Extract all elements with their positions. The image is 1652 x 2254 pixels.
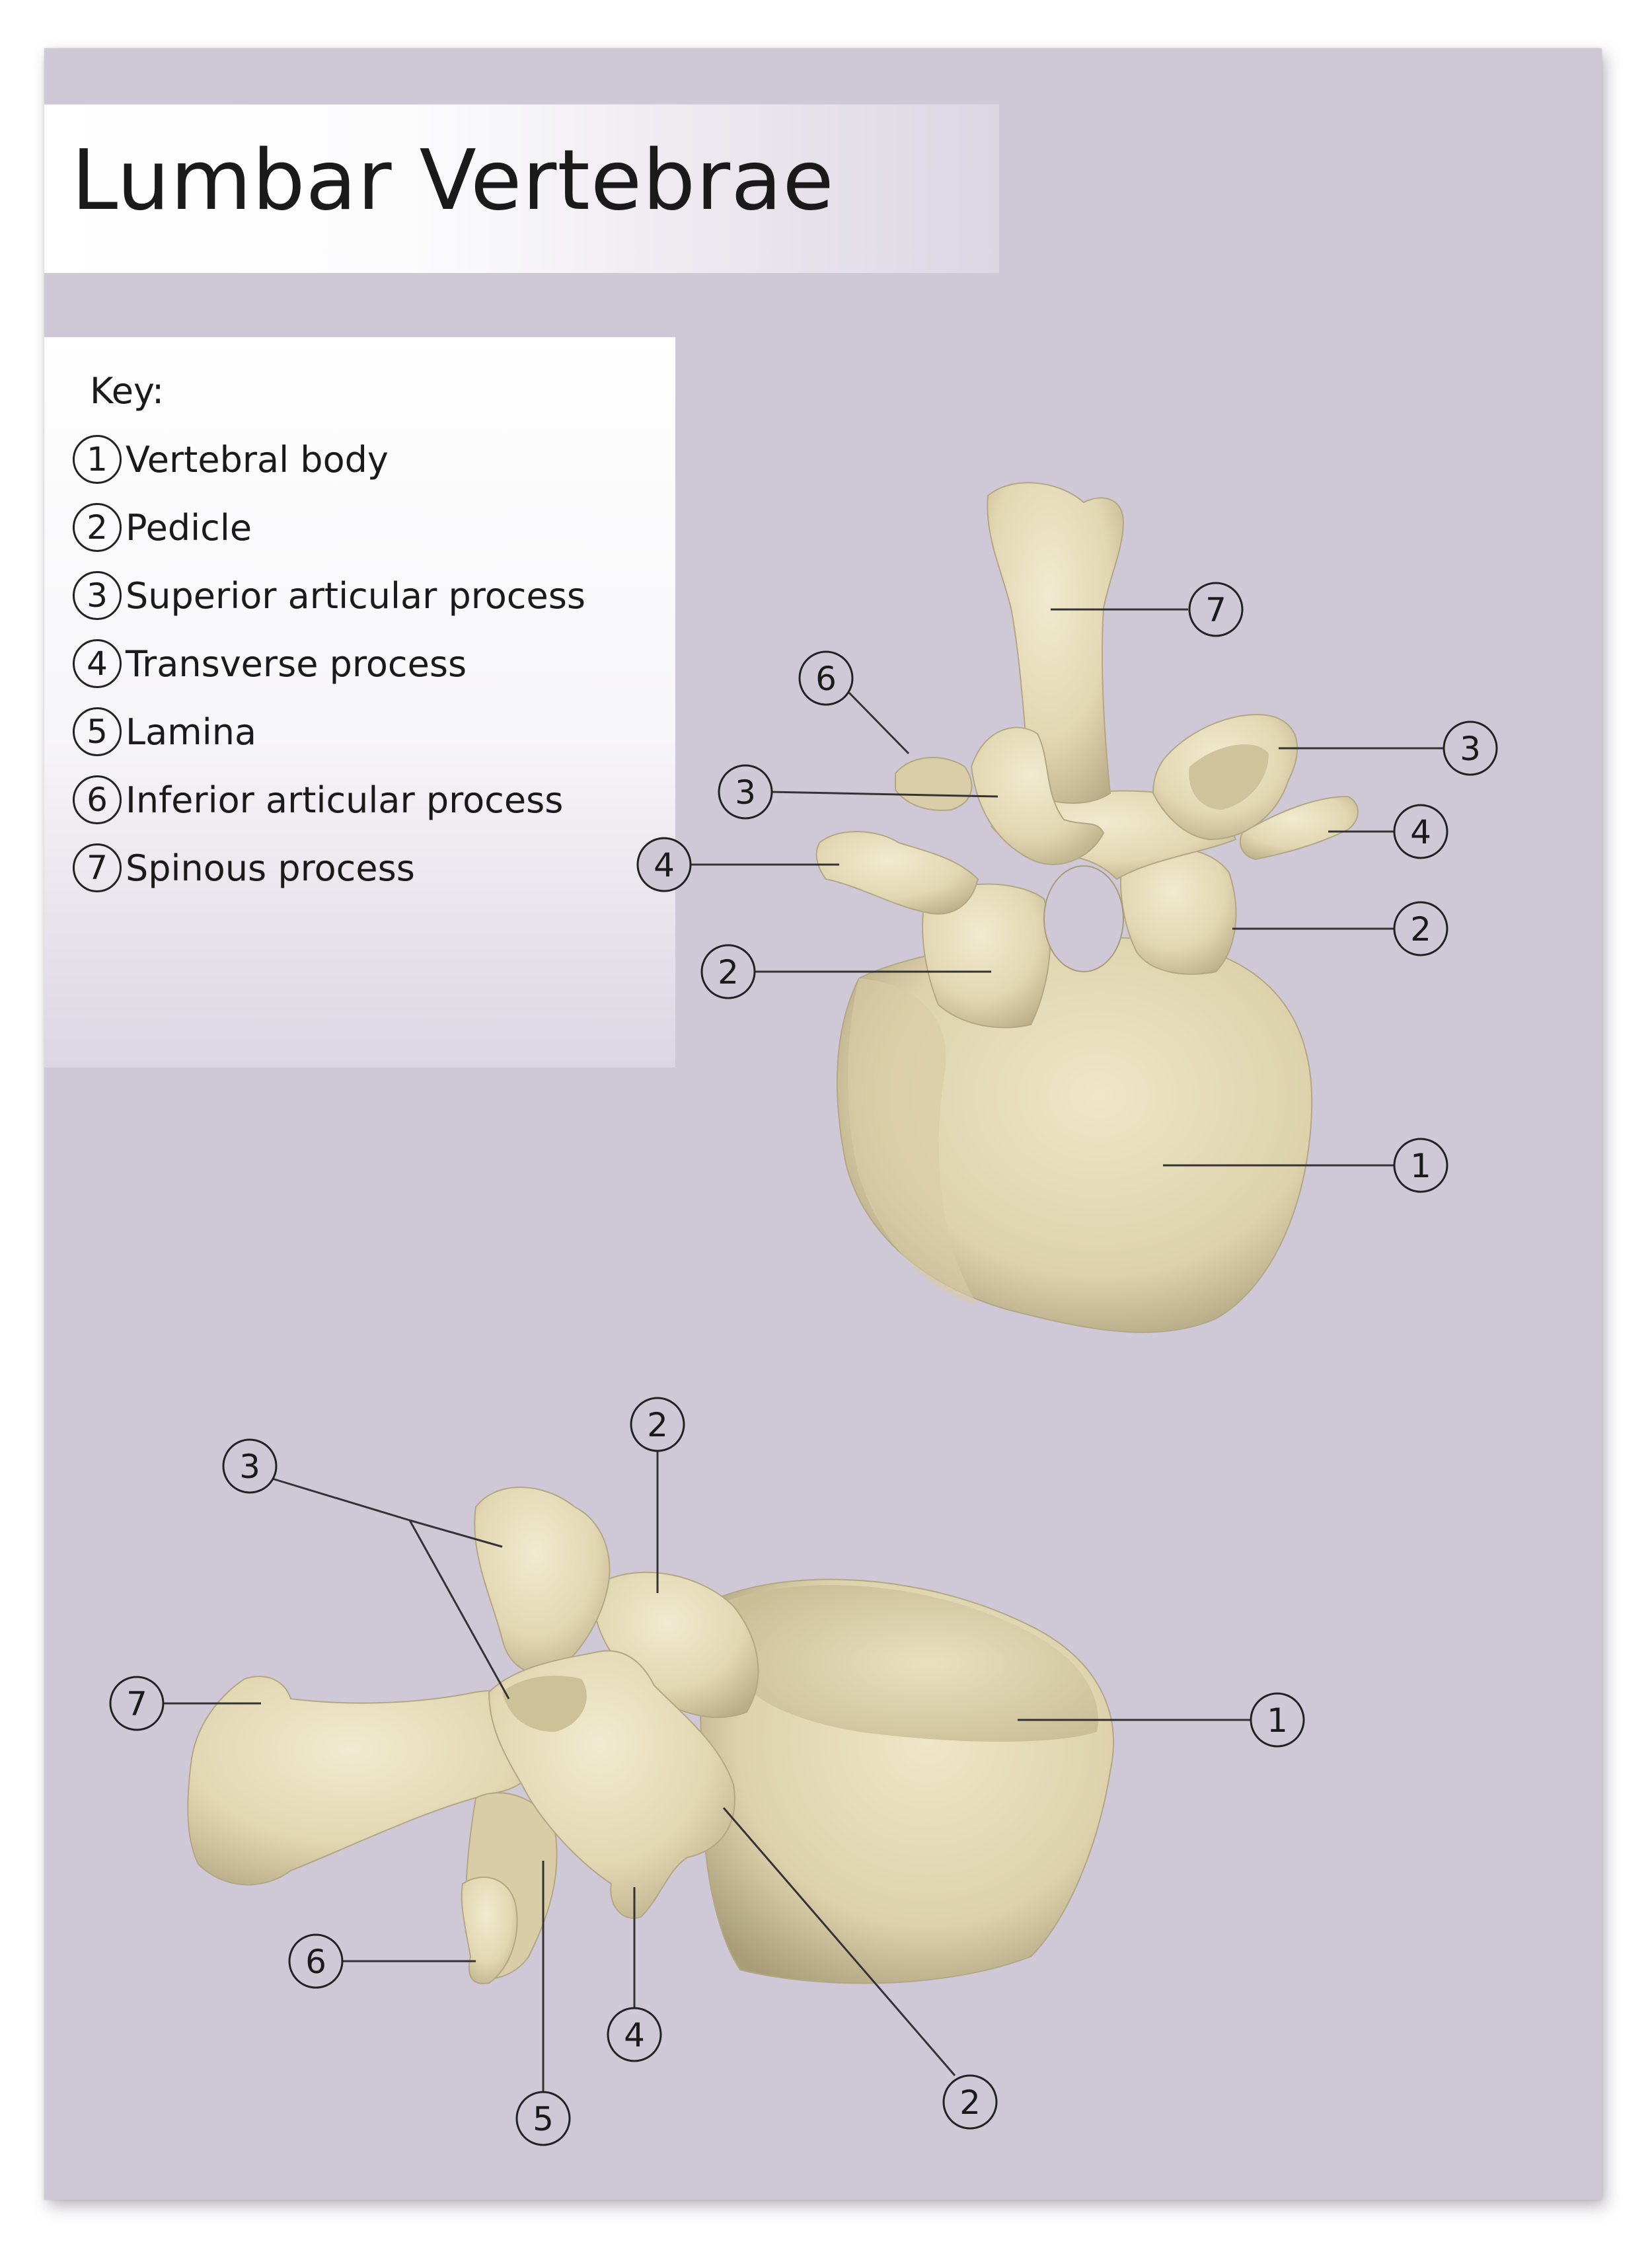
callout-bottom-7: 7 xyxy=(110,1677,163,1730)
vertebral-foramen xyxy=(1044,866,1123,972)
svg-text:2: 2 xyxy=(959,2083,981,2122)
svg-text:7: 7 xyxy=(1205,591,1226,629)
callout-bottom-4: 4 xyxy=(608,2008,661,2061)
svg-text:1: 1 xyxy=(1267,1701,1288,1740)
svg-text:4: 4 xyxy=(624,2016,645,2054)
inferior-articular-shape xyxy=(895,758,971,810)
callout-top-2-left: 2 xyxy=(702,945,755,998)
svg-text:2: 2 xyxy=(1410,910,1431,949)
callout-bottom-2-top: 2 xyxy=(631,1398,684,1451)
svg-text:5: 5 xyxy=(533,2100,554,2138)
callout-bottom-3: 3 xyxy=(223,1440,276,1493)
svg-text:4: 4 xyxy=(654,846,675,884)
svg-text:6: 6 xyxy=(815,660,837,698)
transverse-process-left-shape xyxy=(817,832,978,913)
callout-bottom-6: 6 xyxy=(289,1935,342,1988)
svg-text:1: 1 xyxy=(1410,1147,1431,1185)
svg-text:7: 7 xyxy=(126,1685,147,1723)
callout-top-3-left: 3 xyxy=(719,765,772,818)
svg-text:3: 3 xyxy=(1460,730,1481,768)
bottom-vertebra-view xyxy=(188,1487,1113,1984)
callout-top-4-left: 4 xyxy=(638,838,691,891)
svg-text:6: 6 xyxy=(305,1943,326,1981)
svg-text:4: 4 xyxy=(1410,813,1431,851)
svg-text:2: 2 xyxy=(647,1406,668,1444)
callout-bottom-1: 1 xyxy=(1251,1693,1304,1746)
callout-top-2-right: 2 xyxy=(1394,902,1447,955)
callout-top-4-right: 4 xyxy=(1394,805,1447,858)
svg-text:3: 3 xyxy=(239,1448,260,1486)
callout-bottom-5: 5 xyxy=(517,2092,570,2145)
svg-text:3: 3 xyxy=(735,773,756,812)
callout-top-1: 1 xyxy=(1394,1139,1447,1192)
lateral-superior-articular-shape xyxy=(474,1487,609,1674)
callout-top-3-right: 3 xyxy=(1444,722,1497,775)
svg-text:2: 2 xyxy=(718,953,739,991)
callout-bottom-2-bottom: 2 xyxy=(944,2076,996,2128)
callout-top-7: 7 xyxy=(1189,583,1242,636)
callout-top-6: 6 xyxy=(800,652,852,705)
